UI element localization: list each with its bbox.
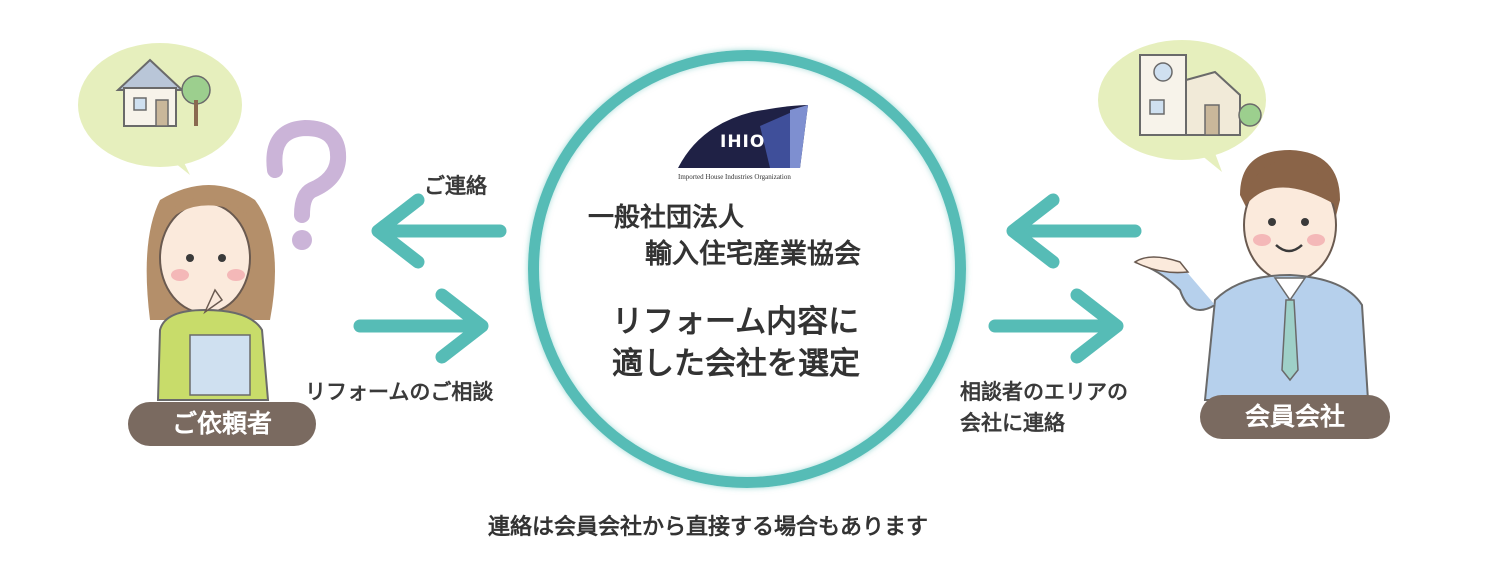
- to-company-label-line1: 相談者のエリアの: [960, 380, 1128, 404]
- task-line2: 適した会社を選定: [612, 346, 860, 382]
- org-name-line2: 輸入住宅産業協会: [645, 239, 861, 270]
- task-line1: リフォーム内容に: [612, 304, 860, 340]
- selection-circle: [528, 50, 966, 488]
- to-client-label: ご連絡: [424, 174, 487, 198]
- logo-text: IHIO: [720, 132, 766, 152]
- client-woman-illustration: [146, 185, 275, 401]
- question-mark-icon: [266, 119, 347, 250]
- company-label-badge: 会員会社: [1200, 395, 1390, 439]
- arrow-from-client-icon: [353, 288, 489, 364]
- arrow-to-client-icon: [371, 193, 507, 269]
- modern-house-icon: [1139, 54, 1262, 136]
- org-name-line1: 一般社団法人: [588, 203, 745, 233]
- from-client-label: リフォームのご相談: [305, 380, 494, 404]
- logo-caption: Imported House Industries Organization: [678, 173, 791, 181]
- arrow-to-company-icon: [988, 288, 1124, 364]
- footnote: 連絡は会員会社から直接する場合もあります: [488, 515, 929, 540]
- arrow-from-company-icon: [1006, 193, 1142, 269]
- client-label-badge: ご依頼者: [128, 402, 316, 446]
- to-company-label-line2: 会社に連絡: [960, 411, 1065, 435]
- company-man-illustration: [1133, 150, 1370, 401]
- house-icon: [115, 58, 211, 127]
